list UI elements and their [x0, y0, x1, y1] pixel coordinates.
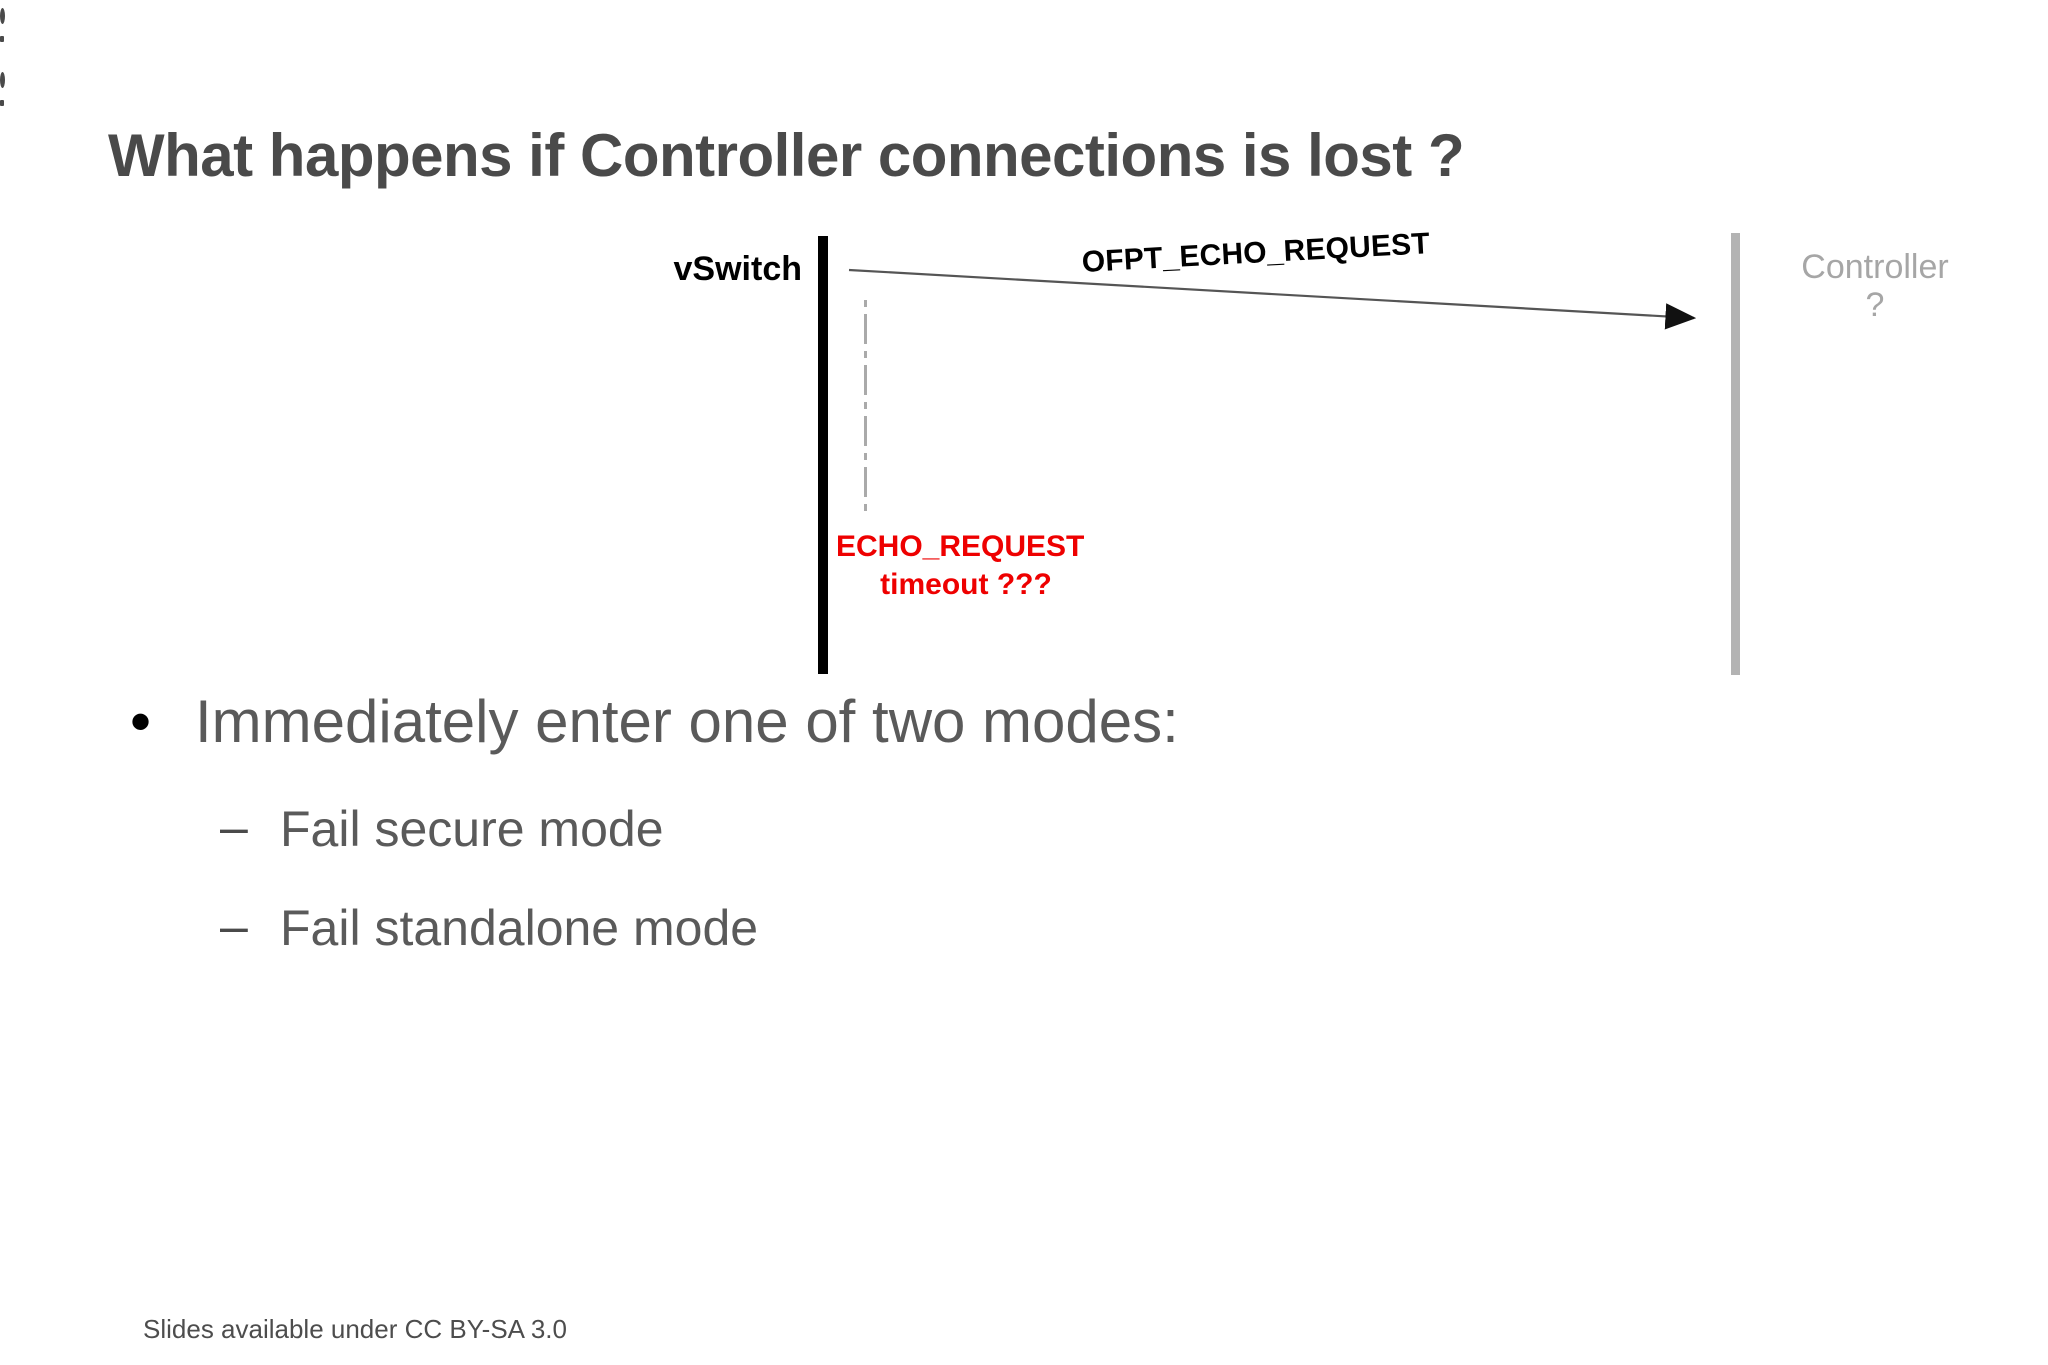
actor-label-controller: Controller ? — [1760, 248, 1990, 324]
edge-artifact-mark — [0, 36, 4, 42]
sequence-diagram: vSwitch Controller ? OFPT_ECHO_REQUEST E… — [673, 227, 1990, 675]
bullet-marker-icon: – — [220, 897, 248, 954]
timer-dashed-line — [864, 300, 867, 515]
edge-artifact-mark — [0, 100, 4, 106]
slide-title: What happens if Controller connections i… — [108, 122, 1465, 189]
bullet-marker-icon: • — [130, 688, 152, 755]
lifeline-vswitch — [818, 236, 828, 674]
bullet-list: • Immediately enter one of two modes: – … — [120, 690, 1920, 1000]
message-label-echo-request: OFPT_ECHO_REQUEST — [1081, 227, 1431, 279]
lifeline-controller — [1731, 233, 1740, 675]
bullet-marker-icon: – — [220, 799, 248, 855]
list-item-label: Immediately enter one of two modes: — [195, 688, 1179, 755]
edge-artifact-mark — [0, 8, 5, 24]
list-item-label: Fail standalone mode — [280, 899, 759, 956]
message-arrow-icon — [848, 268, 1697, 330]
list-item-label: Fail secure mode — [280, 801, 664, 857]
actor-label-controller-text: Controller — [1801, 248, 1949, 286]
list-item: – Fail secure mode — [120, 799, 1920, 857]
timeout-annotation: ECHO_REQUEST timeout ??? — [836, 528, 1136, 605]
actor-status-unknown: ? — [1865, 286, 1885, 325]
edge-artifact-mark — [0, 72, 5, 88]
timeout-annotation-line1: ECHO_REQUEST — [836, 530, 1085, 563]
slide-footer-license: Slides available under CC BY-SA 3.0 — [143, 1314, 567, 1344]
list-item: – Fail standalone mode — [120, 897, 1920, 956]
actor-label-vswitch: vSwitch — [673, 250, 802, 288]
timeout-annotation-line2: timeout ??? — [880, 568, 1052, 602]
list-item: • Immediately enter one of two modes: — [120, 690, 1920, 753]
